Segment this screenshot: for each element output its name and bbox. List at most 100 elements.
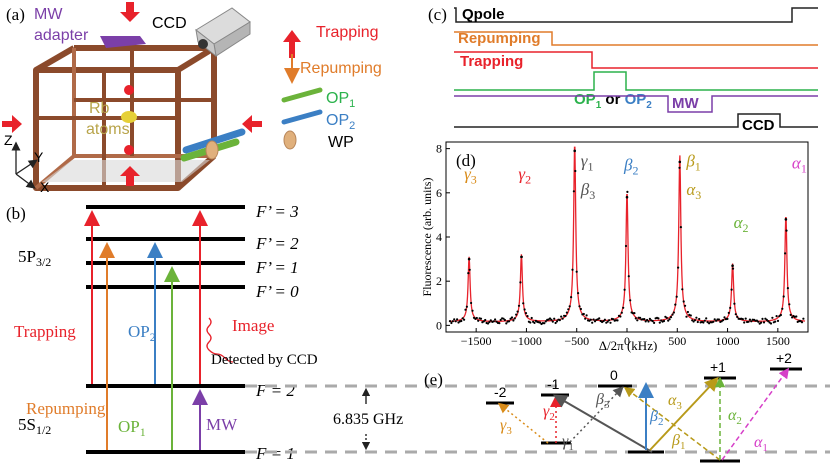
level-f2p: F’ = 2 [255, 234, 299, 253]
alpha1-arrow [721, 367, 790, 461]
data-point [526, 315, 529, 318]
mw-adapter-block [100, 36, 146, 48]
data-point [644, 320, 647, 323]
e-label-α1: α1 [754, 434, 768, 454]
data-point [760, 321, 763, 324]
data-point [633, 312, 636, 315]
fluorescence-wavy-arrow [206, 317, 234, 363]
op2-legend-beam [281, 109, 323, 125]
data-point [636, 319, 639, 322]
data-point [477, 319, 480, 322]
op1-legend-beam [281, 87, 323, 103]
data-point [643, 318, 646, 321]
data-point [668, 318, 671, 321]
peak-point-0 [467, 257, 471, 261]
data-point [775, 315, 778, 318]
data-point [781, 307, 784, 310]
splitting-label: 6.835 GHz [333, 411, 403, 428]
peak-label-β3: β3 [580, 180, 595, 202]
data-point [648, 317, 652, 320]
data-point [672, 311, 676, 314]
data-point [682, 300, 685, 303]
data-point [479, 317, 483, 320]
data-point [767, 320, 770, 323]
data-point [657, 317, 660, 320]
chart-y-label: Fluorescence (arb. units) [420, 178, 434, 297]
data-point [503, 318, 506, 322]
wp-legend-label: WP [328, 134, 354, 151]
data-point [574, 169, 577, 173]
op-trace-label: OP1 or OP2 [574, 91, 652, 111]
data-point [513, 317, 516, 320]
data-point [560, 315, 563, 318]
x-tick-label-2: −500 [564, 334, 589, 348]
data-point [747, 320, 750, 323]
chart-x-label: Δ/2π (kHz) [599, 338, 658, 353]
data-point [606, 320, 609, 323]
data-point [782, 295, 785, 298]
panel-c: (c) Qpole Repumping Trapping OP1 or OP2 … [428, 5, 818, 134]
data-point [698, 317, 701, 321]
data-point [516, 310, 519, 313]
e-label-α3: α3 [668, 392, 682, 412]
data-point [544, 320, 547, 323]
y-tick-label-4: 8 [436, 142, 442, 156]
waveplate-icon [283, 130, 297, 150]
y-tick-label-0: 0 [436, 318, 442, 332]
energy-levels [86, 205, 245, 454]
data-point [519, 281, 522, 284]
data-point [671, 313, 674, 316]
trapping-trace [454, 51, 818, 69]
panel-b: (b) F’ = 3 F’ = 2 F’ = 1 F’ = 0 F = 2 F … [6, 202, 830, 463]
data-point [616, 319, 619, 322]
data-point [598, 317, 601, 320]
data-point [464, 308, 467, 311]
data-point [499, 318, 502, 321]
coordinate-axes [11, 141, 38, 189]
data-point [510, 316, 514, 319]
data-point [651, 320, 654, 323]
ccd-label: CCD [152, 15, 187, 32]
data-point [675, 295, 678, 298]
data-point [505, 322, 508, 325]
x-tick-label-4: 500 [668, 334, 686, 348]
data-point [612, 318, 615, 321]
x-tick-label-6: 1500 [766, 334, 790, 348]
level-f1p: F’ = 1 [255, 258, 299, 277]
vacuum-cage [33, 45, 217, 191]
data-point [589, 318, 592, 321]
data-point [695, 316, 698, 319]
level-f3: F’ = 3 [255, 202, 299, 221]
peak-label-α3: α3 [686, 180, 701, 202]
x-tick-label-0: −1500 [461, 334, 492, 348]
y-tick-label-1: 2 [436, 274, 442, 288]
panel-a: (a) MW adapter CCD Rb atoms [2, 2, 382, 195]
data-point [603, 318, 607, 321]
data-point [471, 309, 474, 312]
data-point [765, 318, 768, 321]
data-point [662, 319, 666, 323]
data-point [522, 302, 525, 305]
data-point [627, 275, 630, 278]
beta3-arrow [552, 394, 653, 453]
data-point [602, 320, 605, 323]
data-point [761, 317, 764, 320]
peak-label-α2: α2 [734, 213, 749, 235]
data-point [570, 296, 573, 299]
data-point [727, 311, 730, 314]
data-point [620, 311, 623, 314]
data-point [784, 252, 787, 255]
op2-label: OP2 [128, 322, 156, 344]
panel-a-legend: Trapping Repumping OP1 OP2 WP [281, 24, 382, 151]
panel-d-label: (d) [456, 151, 476, 170]
data-point [795, 315, 798, 318]
data-point [454, 320, 457, 323]
data-point [741, 318, 744, 321]
data-point [722, 319, 725, 322]
data-point [678, 166, 681, 169]
data-point [492, 320, 495, 323]
data-point [512, 319, 515, 322]
